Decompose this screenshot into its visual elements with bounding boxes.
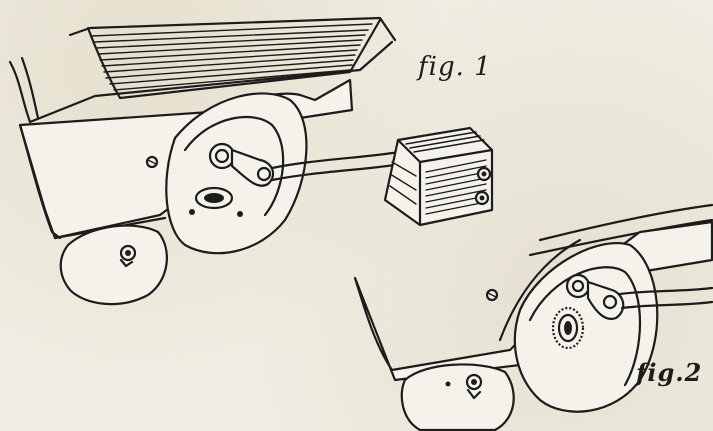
fig2-wheel-inner-rim — [528, 266, 642, 387]
fig1-cord-inner — [20, 56, 40, 120]
fig2-small-wheel — [400, 363, 515, 431]
fig2-toothed-adjuster — [551, 306, 585, 350]
fig1-drawing — [8, 16, 494, 306]
fig1-crank-arm-top — [270, 150, 402, 170]
fig2-large-wheel — [513, 242, 659, 413]
fig2-board-edge — [538, 203, 713, 242]
fig1-seat-board — [28, 16, 397, 124]
fig1-pedal — [383, 126, 494, 227]
fig1-cord — [8, 60, 32, 124]
fig2-caption: fig.2 — [636, 358, 703, 387]
fig1-rivet — [189, 209, 195, 215]
fig2-frame-curve — [498, 238, 582, 342]
fig2-drawing — [353, 203, 713, 431]
fig1-small-wheel — [59, 224, 168, 306]
fig1-frame-edge — [18, 123, 62, 240]
fig2-crank-arm-top — [618, 286, 713, 296]
fig1-caption: fig. 1 — [418, 52, 492, 82]
fig2-crank-arm-bottom — [620, 300, 713, 310]
fig1-crank-arm-bottom — [270, 162, 404, 182]
fig1-wheel-inner-rim — [183, 115, 285, 217]
